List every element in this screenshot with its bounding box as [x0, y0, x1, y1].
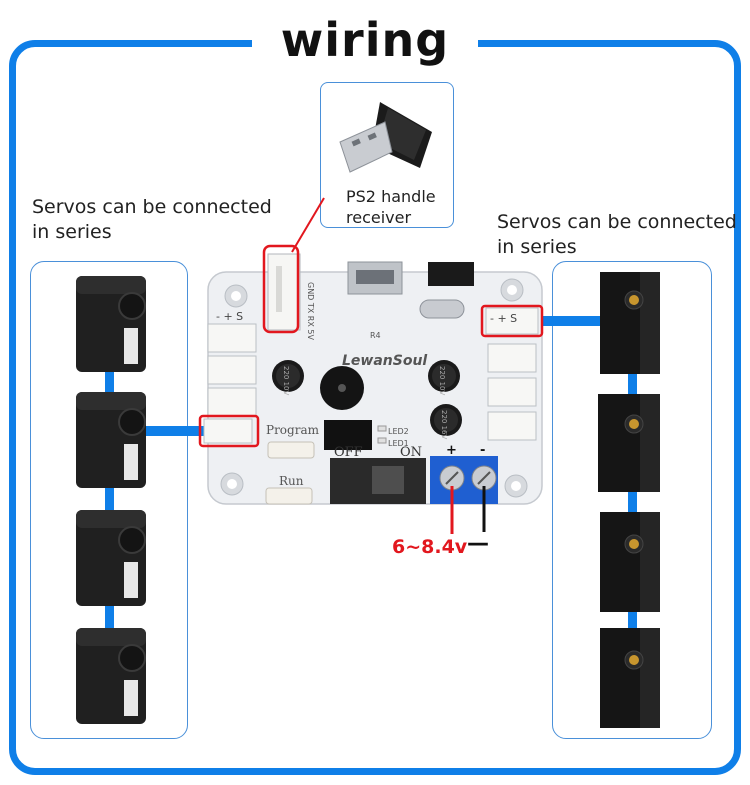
receiver-panel	[320, 82, 454, 228]
right-servo-3	[600, 512, 660, 612]
page-title: wiring	[280, 13, 450, 67]
off-label: OFF	[334, 445, 363, 460]
cap-mid-label: 220 10V	[438, 366, 446, 395]
left-servo-panel	[30, 261, 188, 739]
usb-receiver-icon	[339, 102, 432, 173]
receiver-label-line1: PS2 handle	[346, 187, 436, 206]
terminal-minus-label: -	[480, 443, 485, 458]
right-servo-4	[600, 628, 660, 728]
right-servos-label-line2: in series	[497, 236, 577, 258]
right-servo-panel	[552, 261, 712, 739]
power-voltage-label: 6~8.4v	[392, 536, 468, 558]
led2-label: LED2	[388, 427, 409, 436]
header-left-label: - + S	[216, 310, 243, 323]
left-servo-2	[76, 392, 146, 488]
servo-wire-left	[105, 300, 206, 700]
right-servos-label-line1: Servos can be connected	[497, 211, 737, 233]
title-background	[252, 30, 478, 54]
left-servos-label-line2: in series	[32, 221, 112, 243]
on-label: ON	[400, 445, 422, 460]
left-servo-3	[76, 510, 146, 606]
receiver-pointer-line	[291, 197, 325, 253]
run-label: Run	[279, 474, 304, 488]
left-servo-1	[76, 276, 146, 372]
board-brand: LewanSoul	[342, 353, 427, 369]
ps2-header-highlight	[262, 244, 300, 334]
receiver-label-line2: receiver	[346, 208, 412, 227]
left-servo-4	[76, 628, 146, 724]
cap-left-label: 220 10V	[282, 366, 290, 395]
controller-board	[203, 253, 543, 505]
left-servos-label-line1: Servos can be connected	[32, 196, 272, 218]
r4-label: R4	[370, 331, 381, 340]
right-servo-2	[598, 394, 660, 492]
power-minus-label: —	[467, 531, 489, 556]
led1-label: LED1	[388, 439, 409, 448]
cap-right-label: 220 16V	[440, 410, 448, 439]
left-header-highlight	[198, 414, 260, 448]
pin-labels: GND TX RX 5V	[306, 282, 315, 340]
right-header-highlight	[480, 304, 544, 338]
terminal-plus-label: +	[446, 443, 457, 458]
program-label: Program	[266, 423, 320, 437]
header-right-label: - + S	[490, 312, 517, 325]
right-servo-1	[600, 272, 660, 374]
